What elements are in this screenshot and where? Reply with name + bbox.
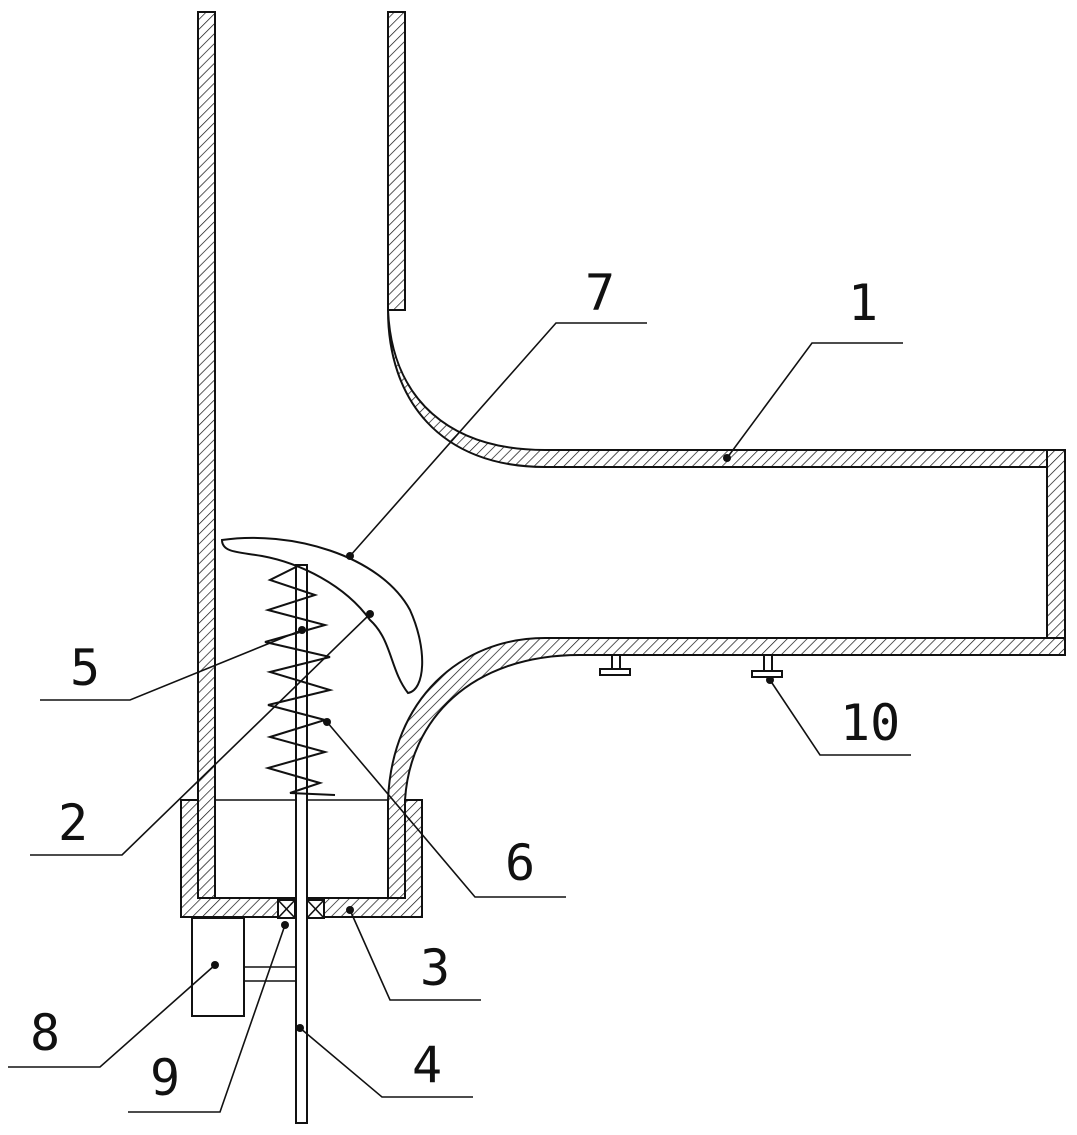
leader-5 xyxy=(40,629,303,701)
spring xyxy=(264,564,336,796)
socket-cup xyxy=(180,799,423,918)
leader-4 xyxy=(299,1027,473,1098)
callout-5: 5 xyxy=(70,639,100,697)
valve-flap xyxy=(220,536,424,695)
callout-10: 10 xyxy=(840,694,900,752)
leader-dot-5 xyxy=(298,626,306,634)
leader-dot-6 xyxy=(323,718,331,726)
leader-2 xyxy=(30,613,371,856)
bolt-right xyxy=(751,654,783,678)
vertical-pipe-left-wall xyxy=(197,11,216,899)
leader-3 xyxy=(349,909,481,1001)
leader-dot-1 xyxy=(723,454,731,462)
callout-1: 1 xyxy=(848,274,878,332)
leader-8 xyxy=(8,964,216,1068)
upper-elbow-wall xyxy=(387,309,1066,468)
horizontal-pipe-end-wall xyxy=(1046,449,1066,656)
vertical-pipe-right-wall xyxy=(387,11,406,311)
leader-10 xyxy=(769,679,911,756)
leader-dot-8 xyxy=(211,961,219,969)
leader-6 xyxy=(326,721,566,898)
leader-dot-10 xyxy=(766,676,774,684)
callout-9: 9 xyxy=(150,1049,180,1107)
leader-7 xyxy=(349,322,647,557)
leader-1 xyxy=(726,342,903,459)
leader-dot-3 xyxy=(346,906,354,914)
callout-2: 2 xyxy=(58,794,88,852)
callout-8: 8 xyxy=(30,1004,60,1062)
callout-3: 3 xyxy=(420,939,450,997)
leader-dot-4 xyxy=(296,1024,304,1032)
leader-dot-7 xyxy=(346,552,354,560)
rod xyxy=(295,564,308,1124)
callout-6: 6 xyxy=(505,834,535,892)
callout-7: 7 xyxy=(585,264,615,322)
leader-dot-9 xyxy=(281,921,289,929)
callout-4: 4 xyxy=(412,1036,442,1094)
bolt-left xyxy=(599,654,631,676)
leader-dot-2 xyxy=(366,610,374,618)
leader-9 xyxy=(128,924,286,1113)
lower-elbow-wall xyxy=(387,637,1066,899)
